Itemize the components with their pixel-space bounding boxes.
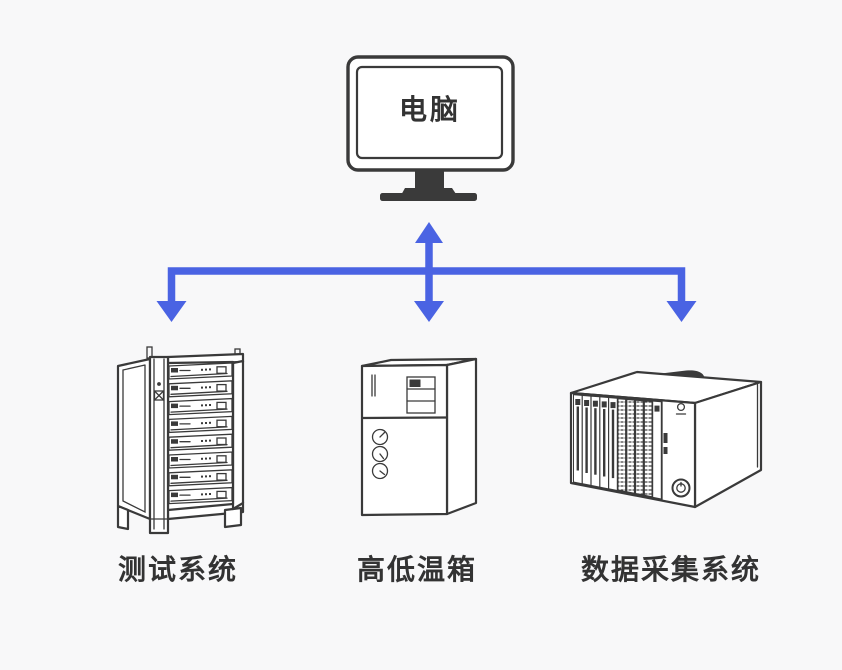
chamber-side-face (445, 357, 478, 516)
warning-label (153, 390, 165, 401)
daq-side-face (693, 380, 763, 509)
label-temperature-chamber: 高低温箱 (356, 554, 477, 585)
arrow-down-center-icon (414, 301, 444, 322)
connector-arrows (156, 222, 697, 322)
chamber-vent-lines (371, 374, 376, 397)
daq-front-panel-column (661, 399, 691, 502)
chamber-divider (361, 416, 448, 420)
chamber-gauges (371, 428, 389, 480)
indicator-dot (157, 382, 161, 386)
rack-right-rail (231, 359, 245, 511)
monitor-screen (355, 65, 504, 160)
daq-illustration (569, 370, 763, 509)
rack-drawers (168, 362, 233, 505)
label-data-acquisition-system: 数据采集系统 (580, 554, 761, 585)
test-system-illustration (116, 346, 245, 535)
panel-display (409, 379, 421, 387)
arrow-down-right-icon (666, 301, 697, 322)
arrow-up-icon (415, 222, 443, 243)
computer-monitor-icon (346, 55, 515, 201)
rack-side-panel-inset (122, 364, 146, 514)
temperature-chamber-illustration (360, 357, 478, 517)
power-button (671, 478, 691, 498)
rack-front-column (148, 355, 170, 535)
arrow-down-left-icon (156, 301, 187, 322)
chamber-control-panel (406, 376, 436, 414)
computer-label: 电脑 (398, 94, 461, 125)
brand-logo (675, 402, 687, 415)
card-slots (574, 395, 661, 499)
monitor-stand (380, 168, 477, 201)
label-test-system: 测试系统 (117, 554, 238, 585)
